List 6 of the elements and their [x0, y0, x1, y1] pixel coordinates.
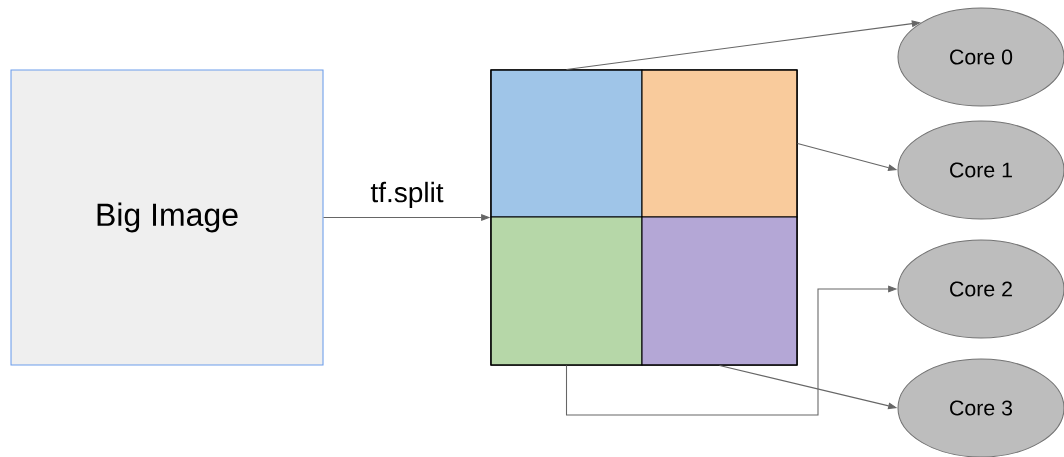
tile-box — [641, 69, 798, 218]
image-box: Big Image — [10, 69, 324, 366]
tile-box — [490, 69, 643, 218]
edge-label: tf.split — [369, 180, 445, 210]
tile-box — [641, 216, 798, 366]
tile-box — [490, 216, 643, 366]
